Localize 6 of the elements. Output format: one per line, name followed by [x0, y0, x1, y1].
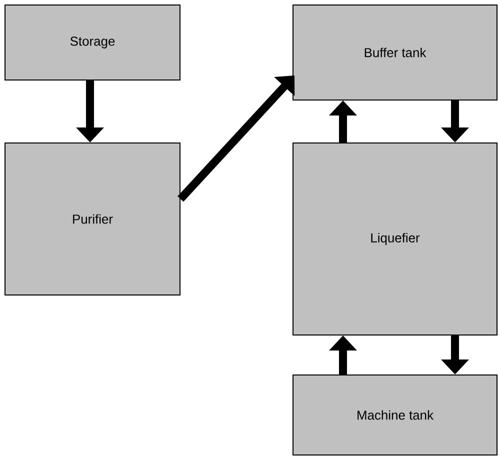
process-box: Machine tank [292, 374, 498, 456]
arrow [178, 76, 295, 202]
process-box: Storage [4, 4, 180, 80]
process-box: Liquefier [292, 142, 498, 336]
process-box: Purifier [4, 142, 180, 296]
process-box: Buffer tank [292, 4, 498, 100]
